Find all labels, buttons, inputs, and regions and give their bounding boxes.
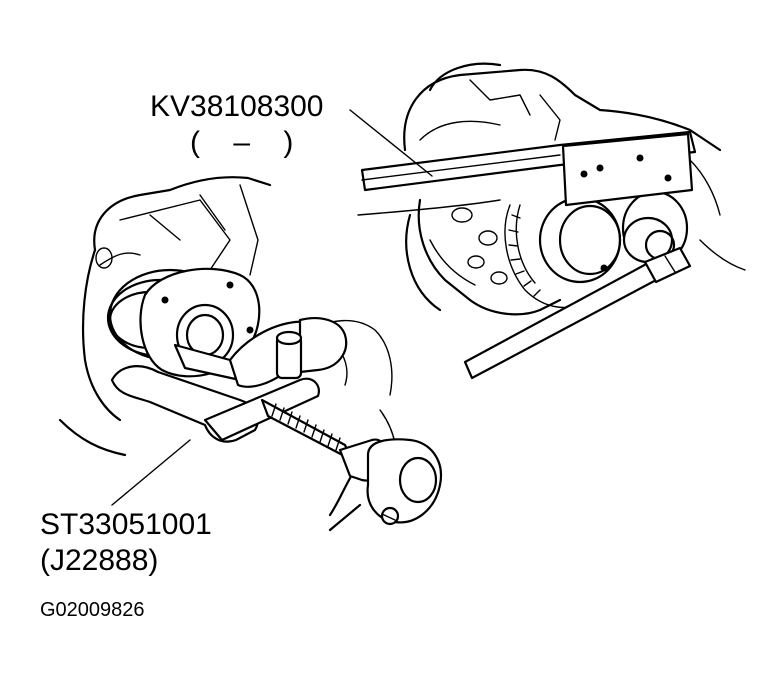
figure-id: G02009826	[40, 599, 145, 621]
bottom-tool-alt-number: (J22888)	[40, 544, 159, 577]
top-tool-alt-number: ( – )	[190, 126, 294, 159]
left-puller-view	[58, 176, 443, 532]
bottom-tool-part-number: ST33051001	[40, 508, 212, 541]
leader-lines	[111, 109, 433, 506]
leader-top-tool	[349, 109, 433, 177]
leader-bottom-tool	[111, 439, 191, 506]
top-tool-part-number: KV38108300	[150, 90, 324, 123]
right-transaxle-view	[357, 62, 746, 380]
